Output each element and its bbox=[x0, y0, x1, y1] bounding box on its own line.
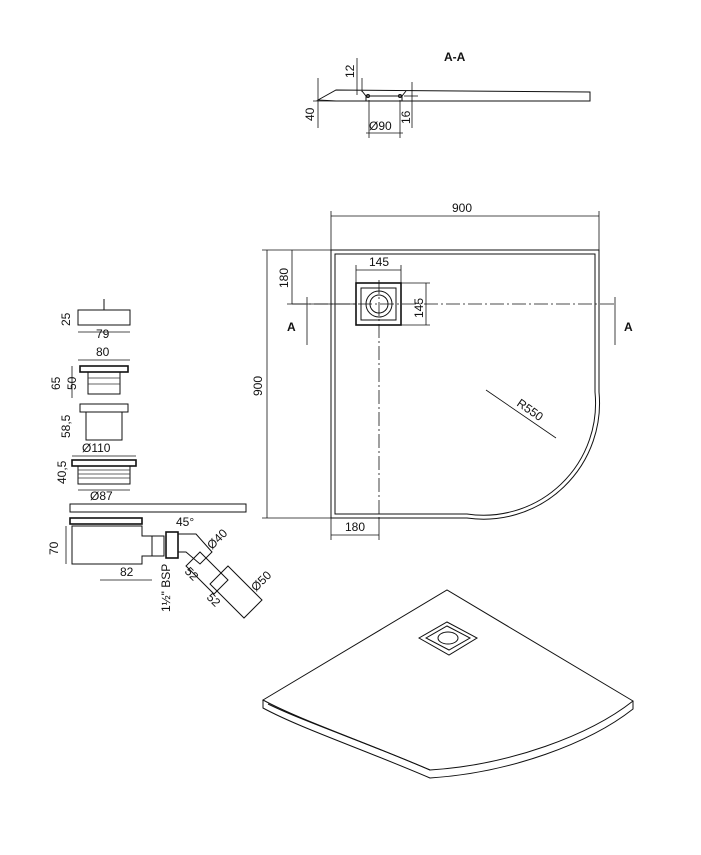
dim-body-width-80: 80 bbox=[96, 345, 110, 359]
dim-drain-height-145: 145 bbox=[412, 298, 426, 318]
dim-cap-height-25: 25 bbox=[59, 312, 73, 326]
tray-profile bbox=[316, 89, 591, 102]
dim-sleeve-height-58-5: 58,5 bbox=[59, 414, 73, 438]
dim-plan-width-900: 900 bbox=[452, 201, 472, 215]
dim-body-height-65: 65 bbox=[49, 376, 63, 390]
siphon-sleeve-top bbox=[79, 403, 129, 413]
siphon-pipe-1 bbox=[185, 551, 229, 595]
dim-section-diameter-90: Ø90 bbox=[369, 119, 392, 133]
dim-segment-1-52: 52 bbox=[182, 564, 202, 584]
section-marker-left: A bbox=[287, 320, 296, 334]
dim-body-height-50: 50 bbox=[65, 376, 79, 390]
drain-mark-right bbox=[398, 94, 402, 98]
dim-outlet-diameter-87: Ø87 bbox=[90, 489, 113, 503]
dim-drain-offset-top: 180 bbox=[277, 268, 291, 288]
siphon-flange-top bbox=[71, 459, 137, 467]
siphon-nut bbox=[165, 531, 179, 559]
tray-edge-inner bbox=[267, 703, 431, 771]
tray-outline bbox=[330, 249, 601, 520]
dim-section-12: 12 bbox=[343, 64, 357, 78]
iso-drain-ring bbox=[437, 631, 459, 645]
thread-label-bsp: 1½" BSP bbox=[159, 564, 173, 612]
plan-view: R550 A A 900 900 180 180 145 145 bbox=[251, 201, 633, 540]
siphon-connector bbox=[151, 535, 165, 557]
dim-flange-diameter-110: Ø110 bbox=[82, 441, 111, 455]
drain-recess bbox=[361, 90, 407, 101]
section-view-a-a: A-A 40 12 Ø90 16 bbox=[303, 50, 591, 138]
dim-segment-2-52: 52 bbox=[204, 590, 224, 610]
dim-drain-width-145: 145 bbox=[369, 255, 389, 269]
tray-top-surface bbox=[261, 589, 634, 771]
dim-flange-height-40-5: 40,5 bbox=[55, 460, 69, 484]
siphon-ring bbox=[69, 517, 143, 525]
iso-drain-inner bbox=[424, 625, 472, 651]
dim-plan-height-900: 900 bbox=[251, 376, 265, 396]
dim-angle-45: 45° bbox=[176, 515, 194, 529]
siphon-flange bbox=[77, 465, 131, 485]
dim-section-40: 40 bbox=[303, 107, 317, 121]
siphon-body-top bbox=[79, 365, 129, 373]
dim-cap-width-79: 79 bbox=[96, 327, 110, 341]
iso-drain-outer bbox=[417, 621, 479, 656]
dim-trap-height-70: 70 bbox=[47, 541, 61, 555]
siphon-sleeve bbox=[85, 411, 123, 441]
tray-plate-section bbox=[69, 503, 247, 513]
siphon-exploded-view: 25 79 80 65 50 58,5 Ø110 40,5 Ø87 bbox=[47, 299, 274, 619]
siphon-elbow bbox=[177, 533, 213, 565]
drain-mark-left bbox=[366, 94, 370, 98]
siphon-pipe-2 bbox=[209, 565, 263, 619]
siphon-trap bbox=[71, 525, 153, 565]
section-title: A-A bbox=[444, 50, 466, 64]
isometric-view bbox=[261, 589, 634, 779]
tray-front-edge bbox=[262, 700, 634, 779]
tray-inner-outline bbox=[334, 253, 597, 516]
dim-drain-offset-left: 180 bbox=[345, 520, 365, 534]
section-marker-right: A bbox=[624, 320, 633, 334]
dim-section-16: 16 bbox=[399, 110, 413, 124]
siphon-cap bbox=[77, 309, 131, 326]
siphon-body bbox=[87, 371, 121, 395]
dim-trap-length-82: 82 bbox=[120, 565, 134, 579]
